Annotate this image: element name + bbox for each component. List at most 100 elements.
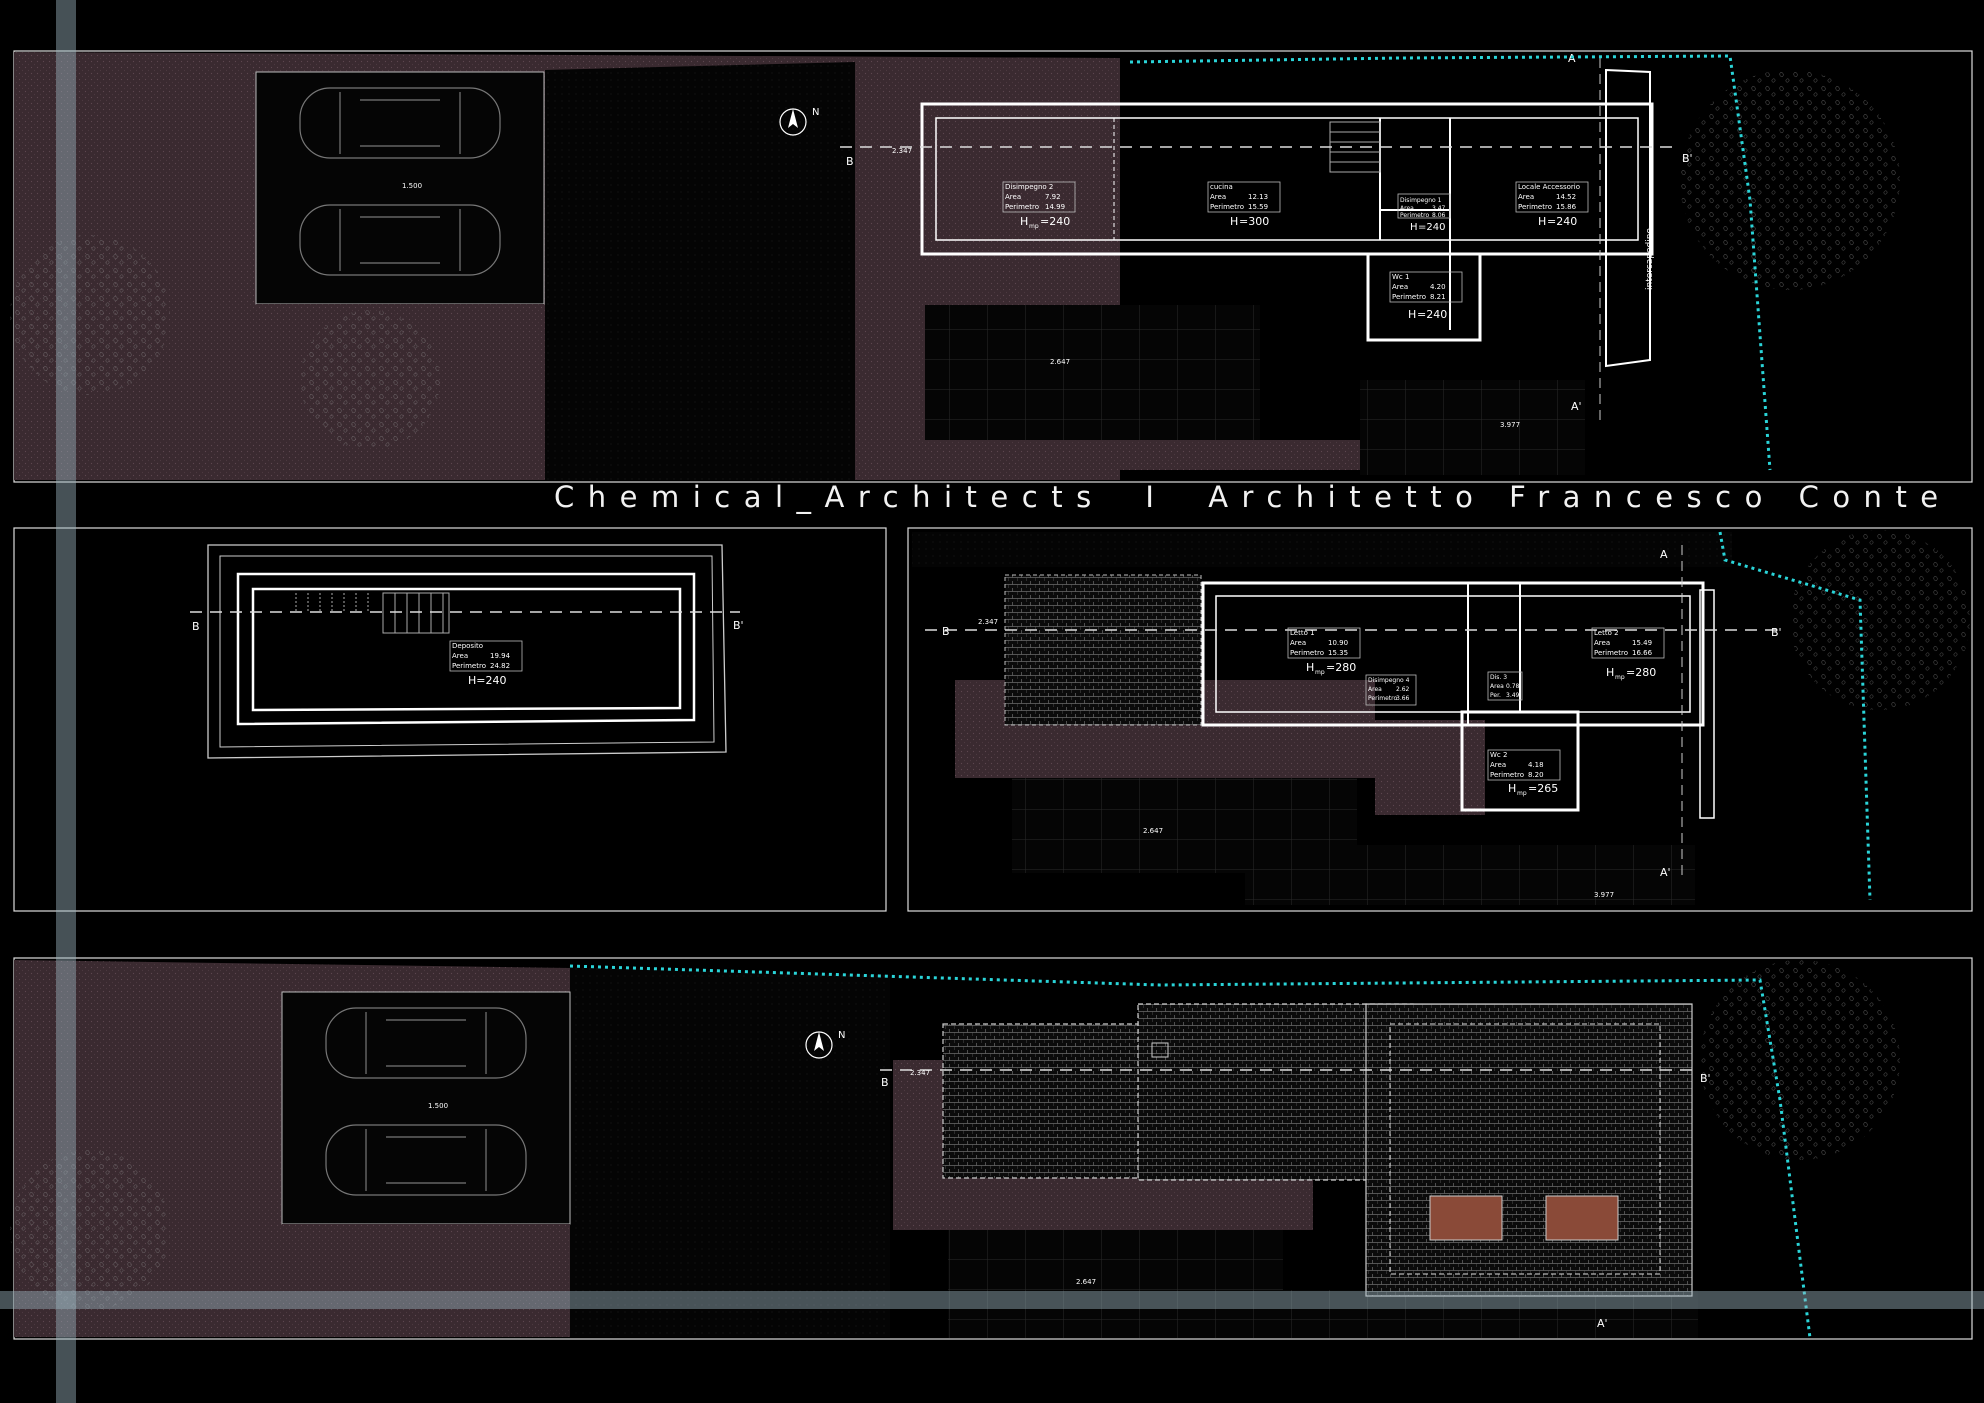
svg-text:=280: =280 <box>1626 666 1656 679</box>
paving-area <box>1245 845 1695 905</box>
tree-icon <box>10 235 170 395</box>
svg-text:=280: =280 <box>1326 661 1356 674</box>
car-icon <box>325 1007 527 1079</box>
lawn-strip <box>282 1224 570 1284</box>
svg-text:=240: =240 <box>1547 215 1577 228</box>
svg-text:Locale Accessorio: Locale Accessorio <box>1518 183 1580 191</box>
svg-text:Perimetro: Perimetro <box>1392 293 1426 301</box>
north-label: N <box>812 107 819 118</box>
svg-text:Area: Area <box>1594 639 1610 647</box>
room-tag: cucina Area 12.13 Perimetro 15.59 H =300 <box>1207 181 1281 228</box>
room-tag: Locale Accessorio Area 14.52 Perimetro 1… <box>1515 181 1589 228</box>
level-mark: 2.647 <box>1143 827 1163 835</box>
intercapedine-label: intercapedine <box>1645 228 1655 290</box>
svg-text:24.82: 24.82 <box>490 662 510 670</box>
tree-icon <box>10 1150 170 1310</box>
room-tag: Wc 2 Area 4.18 Perimetro 8.20 H mp =265 <box>1487 749 1561 797</box>
roof-tiles <box>1365 1003 1693 1297</box>
svg-text:Perimetro: Perimetro <box>1368 695 1397 702</box>
stair-symbol <box>295 592 450 634</box>
roof-plan: B B' A' N 1.500 2.347 2.647 <box>10 957 1973 1340</box>
svg-text:Disimpegno 2: Disimpegno 2 <box>1005 183 1053 191</box>
section-marker-b: B <box>192 620 200 633</box>
svg-text:Perimetro: Perimetro <box>1518 203 1552 211</box>
section-marker-b: B <box>942 625 950 638</box>
level-mark: 3.977 <box>1500 421 1520 429</box>
basement-plan: B B' Deposito Area 19.94 Perimetro 24.82… <box>13 527 887 912</box>
parking-area <box>255 71 545 305</box>
svg-text:8.06: 8.06 <box>1432 212 1446 219</box>
svg-text:=240: =240 <box>1417 308 1447 321</box>
studio-name: Chemical_Architects <box>554 480 1105 514</box>
svg-text:15.35: 15.35 <box>1328 649 1348 657</box>
svg-text:Deposito: Deposito <box>452 642 483 650</box>
svg-text:=240: =240 <box>1040 215 1070 228</box>
svg-text:Area: Area <box>1490 683 1504 690</box>
svg-text:Disimpegno 4: Disimpegno 4 <box>1368 677 1410 684</box>
svg-text:15.59: 15.59 <box>1248 203 1268 211</box>
level-mark: 1.500 <box>428 1102 448 1110</box>
svg-text:Area: Area <box>1005 193 1021 201</box>
svg-text:8.20: 8.20 <box>1528 771 1544 779</box>
room-tag: Disimpegno 1 Area 3.47 Perimetro 8.06 H … <box>1397 193 1451 233</box>
section-marker-a-prime: A' <box>1660 866 1671 879</box>
svg-text:Perimetro: Perimetro <box>1210 203 1244 211</box>
svg-text:mp: mp <box>1029 223 1039 230</box>
level-mark: 3.977 <box>1594 891 1614 899</box>
svg-text:0.78: 0.78 <box>1506 683 1520 690</box>
section-marker-b-prime: B' <box>1700 1072 1711 1085</box>
svg-text:Perimetro: Perimetro <box>1594 649 1628 657</box>
svg-text:Area: Area <box>1290 639 1306 647</box>
overlay-band-vertical <box>56 0 76 1403</box>
room-tag: Wc 1 Area 4.20 Perimetro 8.21 H =240 <box>1389 271 1463 321</box>
level-mark: 2.647 <box>1050 358 1070 366</box>
north-arrow-icon <box>805 1031 833 1059</box>
svg-text:19.94: 19.94 <box>490 652 511 660</box>
svg-text:4.18: 4.18 <box>1528 761 1544 769</box>
tree-icon <box>1700 960 1900 1160</box>
svg-text:Dis. 3: Dis. 3 <box>1490 674 1507 681</box>
terrace-tiles <box>1004 574 1202 726</box>
svg-text:H: H <box>1508 782 1516 795</box>
svg-text:3.47: 3.47 <box>1432 205 1446 212</box>
room-tag: Dis. 3 Area 0.78 Per. 3.49 <box>1487 671 1523 701</box>
svg-text:Perimetro: Perimetro <box>1400 212 1429 219</box>
svg-text:H: H <box>1410 222 1418 233</box>
property-boundary <box>569 964 1812 1339</box>
svg-text:12.13: 12.13 <box>1248 193 1268 201</box>
tree-icon <box>1680 70 1900 290</box>
svg-text:Area: Area <box>1518 193 1534 201</box>
svg-text:mp: mp <box>1315 669 1325 676</box>
skylight <box>1545 1195 1619 1241</box>
section-marker-b-prime: B' <box>733 619 744 632</box>
svg-text:Perimetro: Perimetro <box>1290 649 1324 657</box>
section-marker-b-prime: B' <box>1771 626 1782 639</box>
level-mark: 1.500 <box>402 182 422 190</box>
svg-text:cucina: cucina <box>1210 183 1233 191</box>
section-marker-a: A <box>1660 548 1668 561</box>
north-arrow-icon <box>779 108 807 136</box>
svg-text:=265: =265 <box>1528 782 1558 795</box>
chimney <box>1151 1042 1169 1058</box>
svg-text:Perimetro: Perimetro <box>1005 203 1039 211</box>
level-mark: 2.347 <box>892 147 912 155</box>
first-floor-plan: B B' A A' 2.347 2.647 3.977 Letto 1 Area… <box>907 527 1973 912</box>
svg-text:14.52: 14.52 <box>1556 193 1576 201</box>
property-boundary <box>1718 531 1872 901</box>
yard-area <box>545 62 855 480</box>
svg-text:mp: mp <box>1517 790 1527 797</box>
svg-text:Per.: Per. <box>1490 692 1501 699</box>
room-tag: Disimpegno 2 Area 7.92 Perimetro 14.99 H… <box>1002 181 1076 230</box>
ground-floor-walls <box>920 68 1654 368</box>
section-marker-a-prime: A' <box>1597 1317 1608 1330</box>
svg-text:Letto 1: Letto 1 <box>1290 629 1315 637</box>
svg-text:H: H <box>1408 308 1416 321</box>
svg-text:3.66: 3.66 <box>1396 695 1410 702</box>
svg-text:=240: =240 <box>1418 222 1445 233</box>
svg-text:Area: Area <box>1392 283 1408 291</box>
svg-text:Area: Area <box>1210 193 1226 201</box>
svg-text:=300: =300 <box>1239 215 1269 228</box>
car-icon <box>325 1124 527 1196</box>
svg-text:Wc 2: Wc 2 <box>1490 751 1507 759</box>
